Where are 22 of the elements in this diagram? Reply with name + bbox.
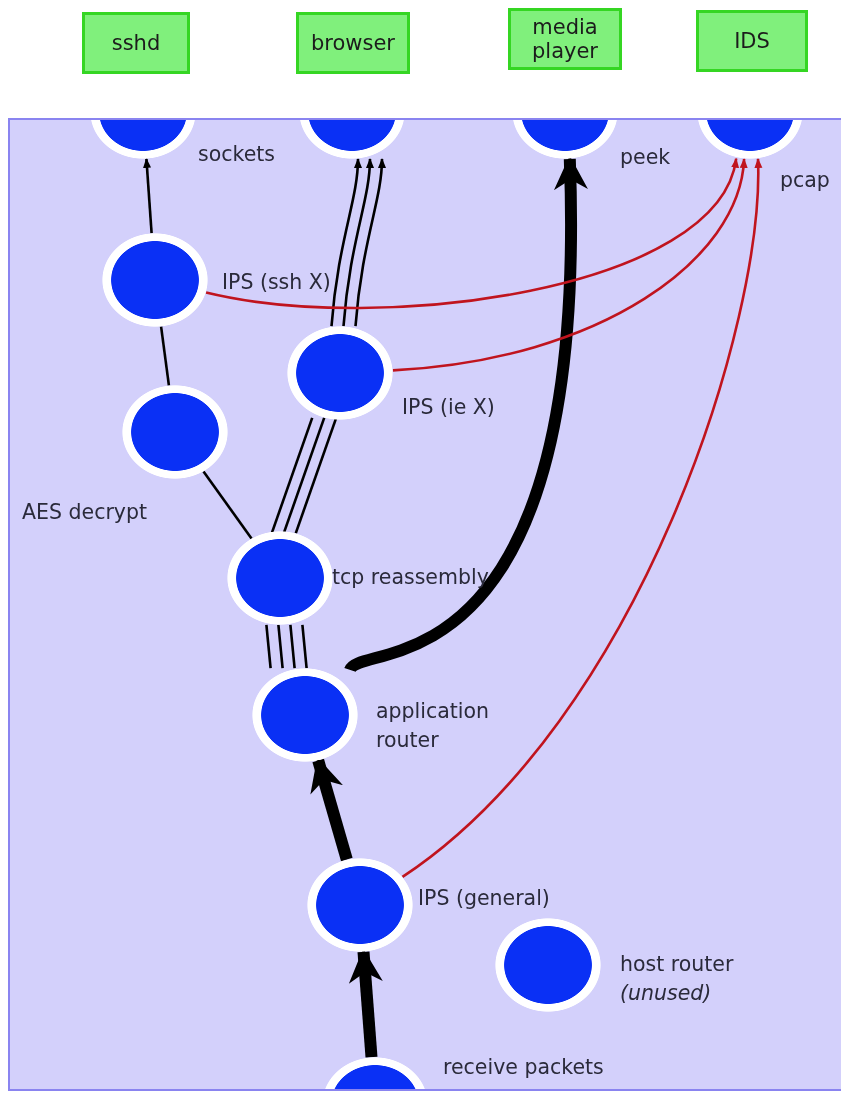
- process-box: browser: [296, 12, 410, 74]
- process-box: sshd: [82, 12, 190, 74]
- node-label: IPS (ssh X): [222, 269, 331, 296]
- arrow: [392, 158, 747, 372]
- arrow: [342, 158, 374, 327]
- node-label: AES decrypt: [22, 499, 147, 526]
- process-box: media player: [508, 8, 622, 70]
- node-label: peek: [620, 144, 671, 171]
- node-label: receive packets: [443, 1054, 604, 1081]
- node-label: IPS (general): [418, 885, 550, 912]
- kernel-panel: [8, 118, 841, 1091]
- node-label: application router: [376, 698, 491, 754]
- arrow: [143, 157, 153, 234]
- process-box: IDS: [696, 10, 808, 72]
- node-label: IPS (ie X): [402, 394, 495, 421]
- node-label: pcap: [780, 167, 830, 194]
- node-label: tcp reassembly: [332, 564, 489, 591]
- arrow: [354, 158, 386, 327]
- arrow: [330, 158, 362, 327]
- arrow: [205, 157, 738, 310]
- node-label: sockets: [198, 141, 275, 168]
- node-label: host router (unused): [620, 951, 735, 1007]
